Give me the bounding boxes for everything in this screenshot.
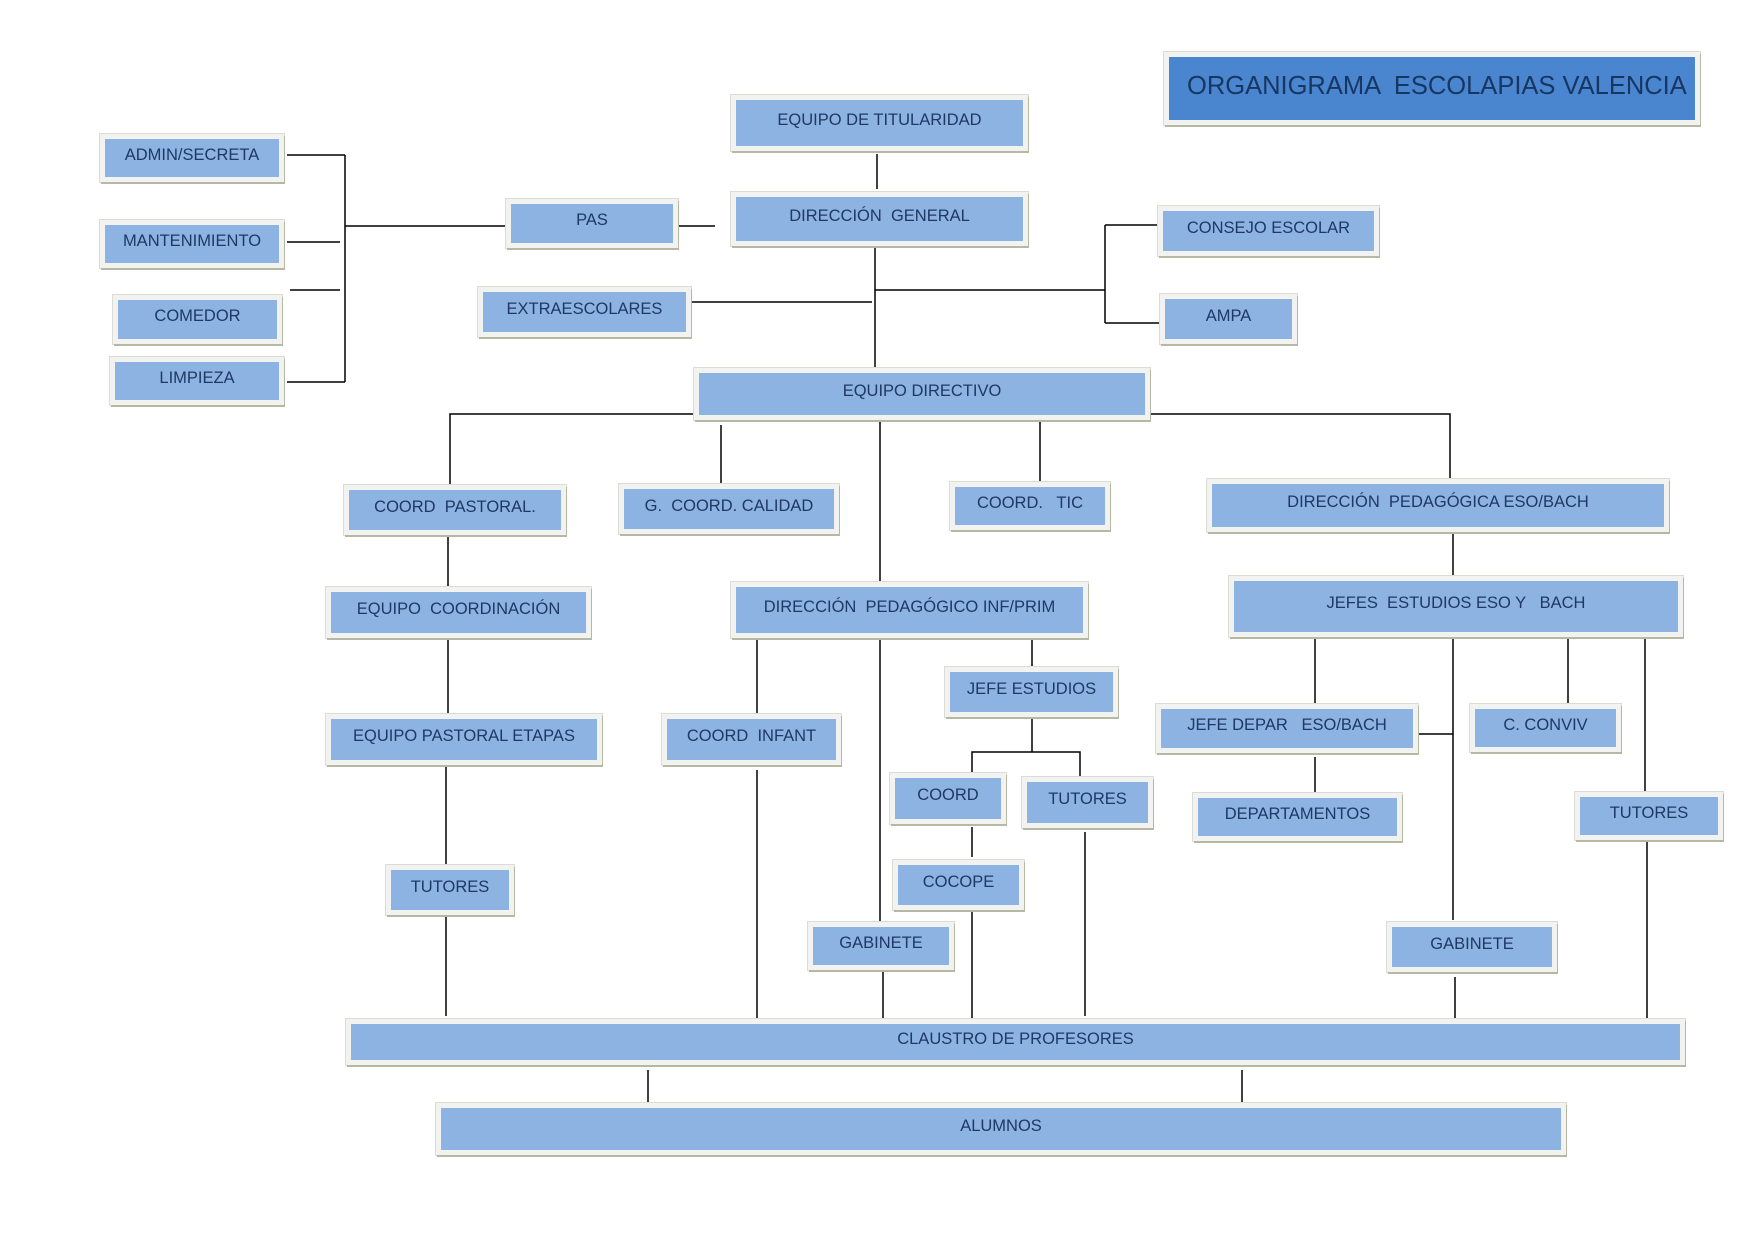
node-coord-pastoral: COORD PASTORAL.	[344, 485, 566, 535]
page-title: ORGANIGRAMA ESCOLAPIAS VALENCIA	[1164, 52, 1700, 125]
node-gabinete-eso-bach: GABINETE	[1387, 922, 1557, 972]
node-limpieza: LIMPIEZA	[110, 357, 284, 405]
link-directivo-eso	[1150, 413, 1451, 479]
node-equipo-directivo: EQUIPO DIRECTIVO	[694, 368, 1150, 420]
node-cocope: COCOPE	[893, 860, 1024, 910]
node-tutores-inf-prim: TUTORES	[1022, 777, 1153, 828]
node-gabinete-inf-prim: GABINETE	[808, 922, 954, 970]
node-admin-secreta: ADMIN/SECRETA	[100, 134, 284, 182]
node-direccion-pedagogico-inf-prim: DIRECCIÓN PEDAGÓGICO INF/PRIM	[731, 582, 1088, 638]
node-g-coord-calidad: G. COORD. CALIDAD	[619, 484, 839, 534]
node-coord-tic: COORD. TIC	[950, 482, 1110, 530]
node-equipo-titularidad: EQUIPO DE TITULARIDAD	[731, 95, 1028, 151]
link-jefe-estudios-children	[971, 751, 1081, 789]
node-jefes-estudios-eso-bach: JEFES ESTUDIOS ESO Y BACH	[1229, 576, 1683, 637]
node-coord-infant: COORD INFANT	[662, 714, 841, 765]
node-mantenimiento: MANTENIMIENTO	[100, 220, 284, 268]
node-tutores-eso-bach: TUTORES	[1575, 792, 1723, 840]
node-comedor: COMEDOR	[113, 295, 282, 344]
node-jefe-depar-eso-bach: JEFE DEPAR ESO/BACH	[1156, 704, 1418, 753]
node-extraescolares: EXTRAESCOLARES	[478, 287, 691, 337]
node-direccion-general: DIRECCIÓN GENERAL	[731, 192, 1028, 246]
node-consejo-escolar: CONSEJO ESCOLAR	[1158, 206, 1379, 256]
link-directivo-pastoral	[449, 413, 694, 485]
node-c-conviv: C. CONVIV	[1470, 704, 1621, 752]
node-equipo-pastoral-etapas: EQUIPO PASTORAL ETAPAS	[326, 714, 602, 765]
node-coord: COORD	[890, 773, 1006, 824]
node-direccion-pedagogica-eso-bach: DIRECCIÓN PEDAGÓGICA ESO/BACH	[1207, 479, 1669, 532]
node-departamentos: DEPARTAMENTOS	[1193, 793, 1402, 841]
node-ampa: AMPA	[1160, 294, 1297, 344]
node-alumnos: ALUMNOS	[436, 1103, 1566, 1155]
node-tutores-pastoral: TUTORES	[386, 865, 514, 915]
node-pas: PAS	[506, 199, 678, 248]
node-claustro-de-profesores: CLAUSTRO DE PROFESORES	[346, 1019, 1685, 1065]
node-equipo-coordinacion: EQUIPO COORDINACIÓN	[326, 587, 591, 638]
node-jefe-estudios: JEFE ESTUDIOS	[945, 667, 1118, 717]
